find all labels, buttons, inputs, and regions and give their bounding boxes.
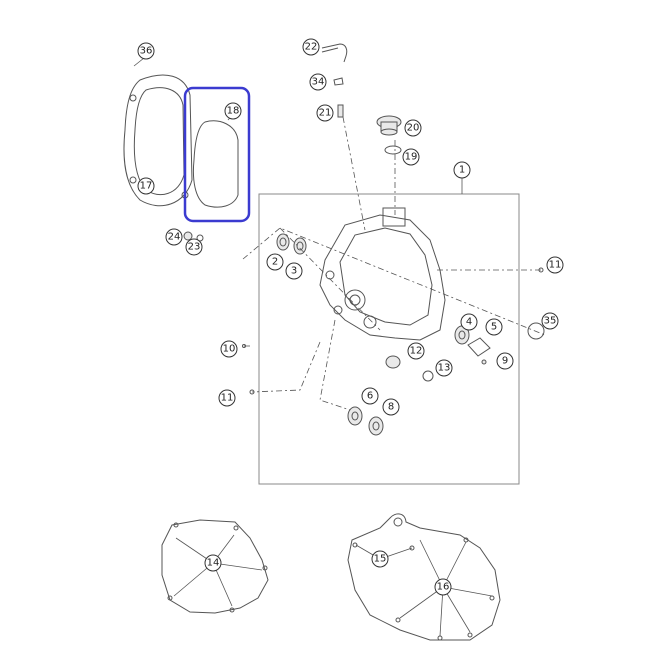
svg-text:20: 20 bbox=[407, 123, 420, 134]
callout-20: 20 bbox=[404, 119, 422, 137]
seal-3 bbox=[293, 237, 307, 255]
svg-text:14: 14 bbox=[207, 558, 220, 569]
outer-clutch-cover bbox=[123, 74, 193, 207]
callout-4: 4 bbox=[460, 313, 478, 331]
svg-text:22: 22 bbox=[305, 42, 318, 53]
svg-text:19: 19 bbox=[405, 152, 418, 163]
callout-34: 34 bbox=[309, 73, 327, 91]
gasket-18 bbox=[192, 120, 239, 208]
oring-19 bbox=[384, 145, 402, 155]
svg-text:11: 11 bbox=[549, 260, 562, 271]
seal-8 bbox=[368, 416, 384, 436]
gasket-14 bbox=[161, 519, 269, 614]
callout-12: 12 bbox=[407, 342, 425, 360]
filler-cap-20 bbox=[376, 115, 402, 136]
svg-text:8: 8 bbox=[388, 402, 394, 413]
callout-2: 2 bbox=[266, 253, 284, 271]
plate-5 bbox=[467, 337, 491, 357]
callout-8: 8 bbox=[382, 398, 400, 416]
callout-6: 6 bbox=[361, 387, 379, 405]
callout-19: 19 bbox=[402, 148, 420, 166]
callout-16: 16 bbox=[434, 578, 452, 596]
svg-text:12: 12 bbox=[410, 346, 423, 357]
callout-18: 18 bbox=[224, 102, 242, 120]
callout-5: 5 bbox=[485, 318, 503, 336]
highlight-box bbox=[183, 86, 251, 223]
callout-3: 3 bbox=[285, 262, 303, 280]
svg-text:17: 17 bbox=[140, 181, 153, 192]
svg-text:24: 24 bbox=[168, 232, 181, 243]
gasket-15-16 bbox=[347, 513, 501, 641]
oring-13 bbox=[422, 370, 434, 382]
callout-11b: 11 bbox=[218, 389, 236, 407]
callout-9: 9 bbox=[496, 352, 514, 370]
stud-21 bbox=[337, 104, 344, 118]
svg-text:9: 9 bbox=[502, 356, 508, 367]
callout-21: 21 bbox=[316, 104, 334, 122]
svg-text:5: 5 bbox=[491, 322, 497, 333]
callout-13: 13 bbox=[435, 359, 453, 377]
svg-text:18: 18 bbox=[227, 106, 240, 117]
oring-35 bbox=[527, 322, 545, 340]
callout-23: 23 bbox=[185, 238, 203, 256]
callout-36: 36 bbox=[137, 42, 155, 60]
svg-text:4: 4 bbox=[466, 317, 472, 328]
callout-35: 35 bbox=[541, 312, 559, 330]
screw-9 bbox=[481, 359, 487, 365]
svg-text:35: 35 bbox=[544, 316, 557, 327]
seal-2 bbox=[276, 233, 290, 251]
svg-text:15: 15 bbox=[374, 554, 387, 565]
svg-text:36: 36 bbox=[140, 46, 153, 57]
clutch-cover-casting bbox=[319, 207, 446, 341]
svg-text:1: 1 bbox=[459, 165, 465, 176]
svg-text:10: 10 bbox=[223, 344, 236, 355]
svg-text:6: 6 bbox=[367, 391, 373, 402]
callout-11a: 11 bbox=[546, 256, 564, 274]
svg-text:21: 21 bbox=[319, 108, 332, 119]
svg-text:3: 3 bbox=[291, 266, 297, 277]
svg-text:2: 2 bbox=[272, 257, 278, 268]
callout-1: 1 bbox=[453, 161, 471, 179]
callout-24: 24 bbox=[165, 228, 183, 246]
clip-34 bbox=[333, 77, 344, 86]
seal-6 bbox=[347, 406, 363, 426]
plug-12 bbox=[385, 355, 401, 369]
svg-text:11: 11 bbox=[221, 393, 234, 404]
svg-text:34: 34 bbox=[312, 77, 325, 88]
svg-text:16: 16 bbox=[437, 582, 450, 593]
callout-15: 15 bbox=[371, 550, 389, 568]
callout-22: 22 bbox=[302, 38, 320, 56]
svg-text:23: 23 bbox=[188, 242, 201, 253]
hose-22 bbox=[321, 43, 348, 63]
svg-text:13: 13 bbox=[438, 363, 451, 374]
callout-10: 10 bbox=[220, 340, 238, 358]
plug-24 bbox=[183, 231, 193, 241]
assembly-frame bbox=[258, 193, 520, 485]
callout-14: 14 bbox=[204, 554, 222, 572]
callout-17: 17 bbox=[137, 177, 155, 195]
